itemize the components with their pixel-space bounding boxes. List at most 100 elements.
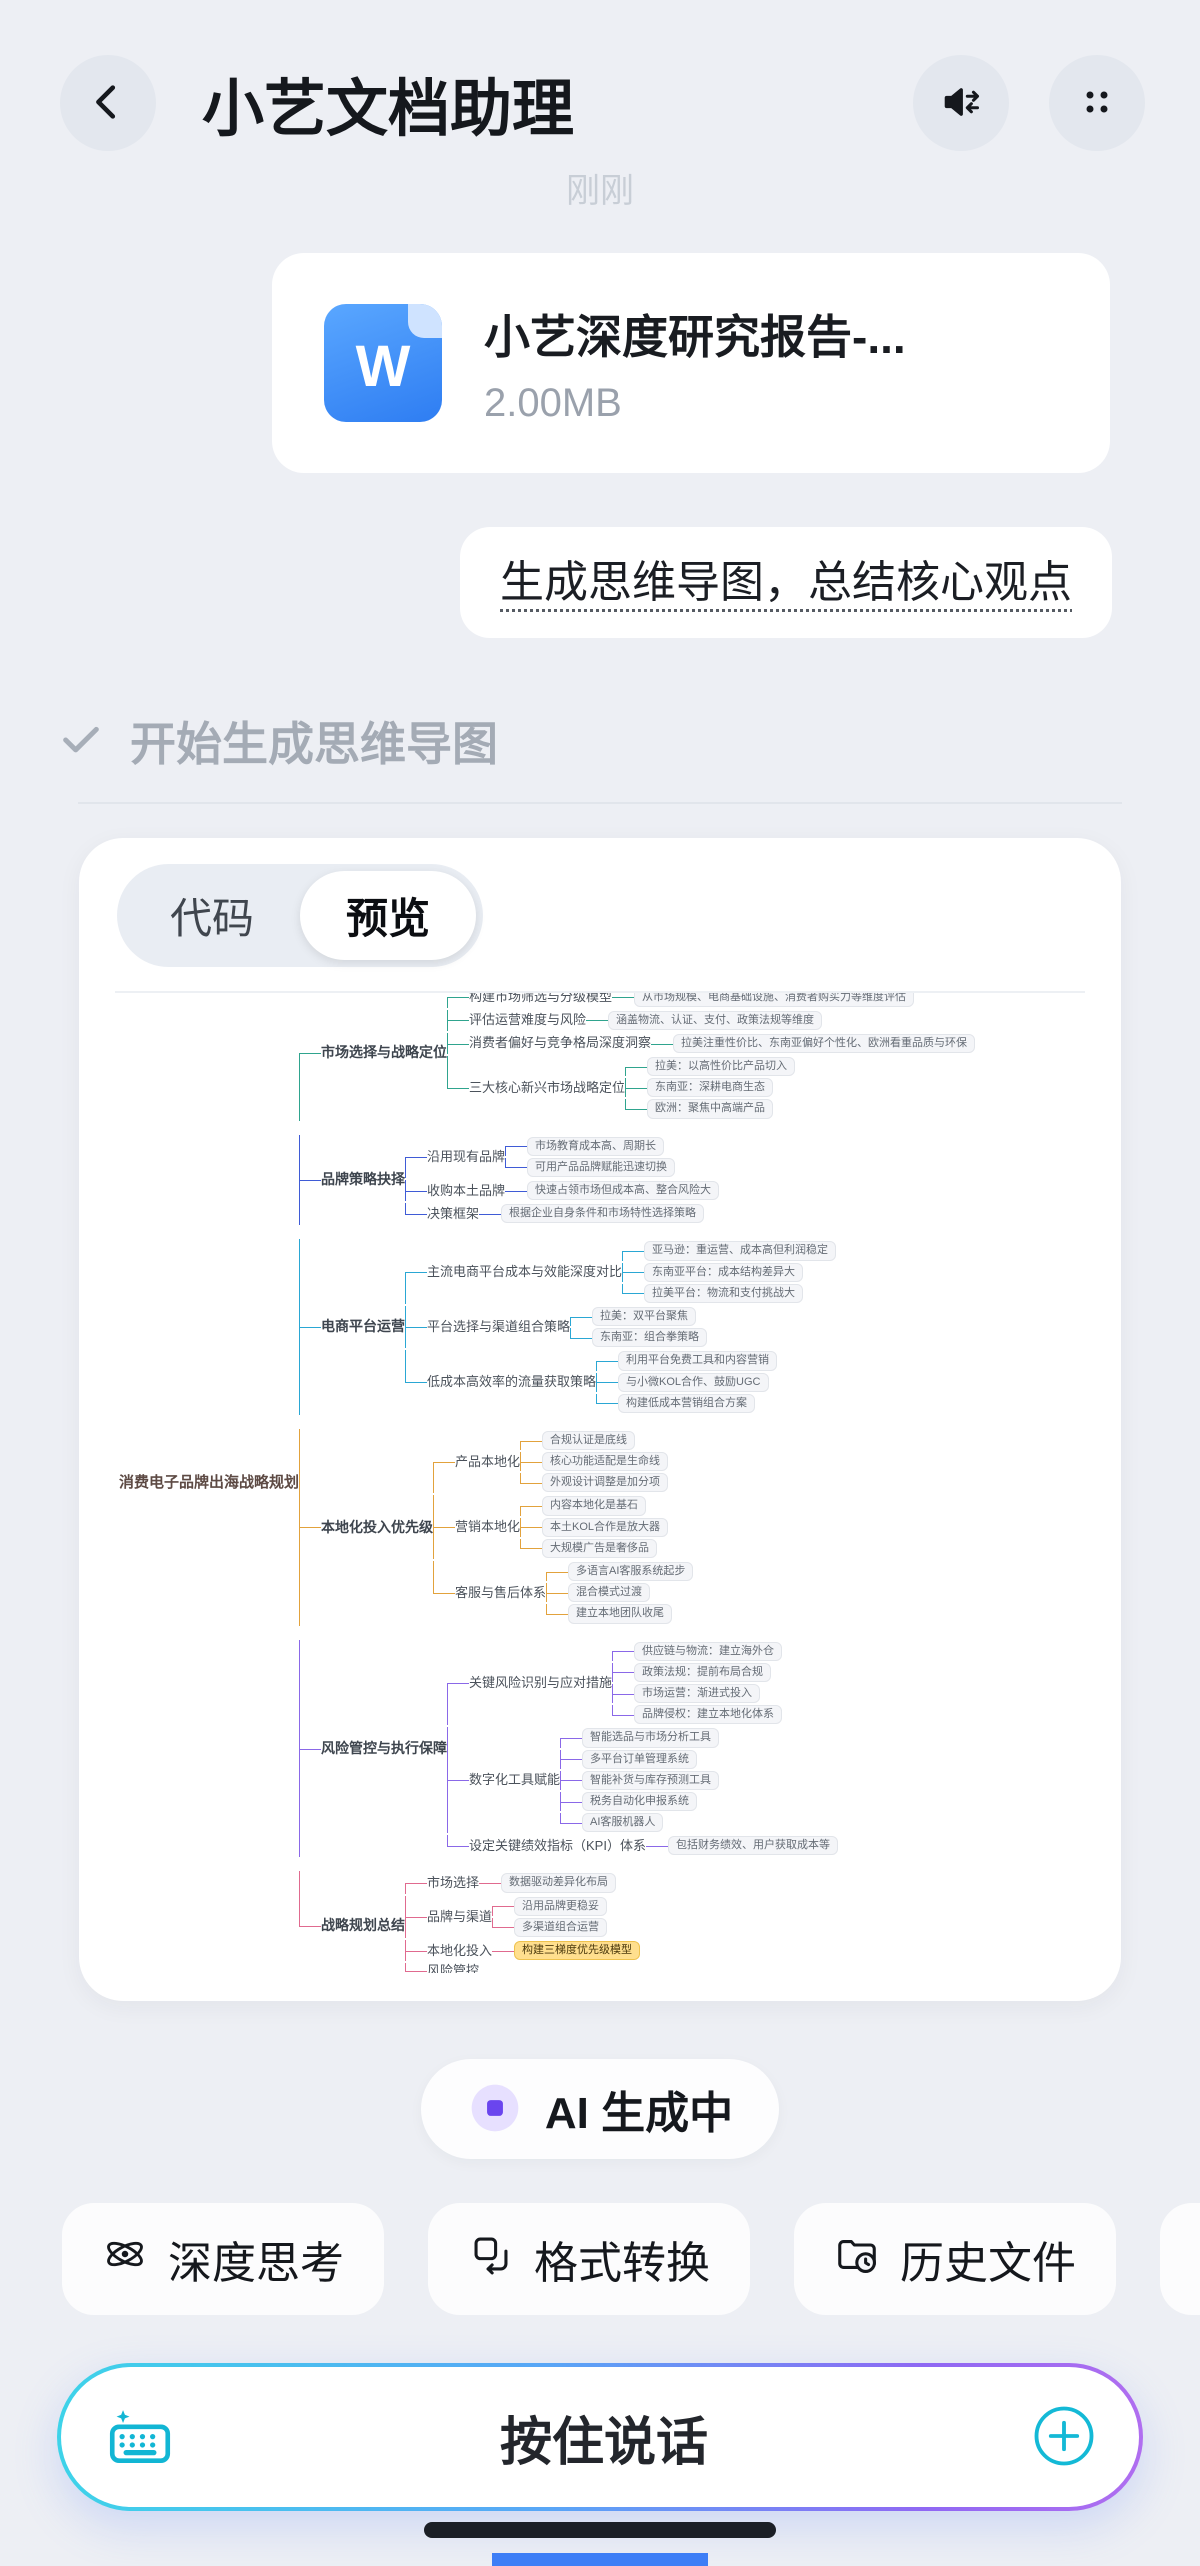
mindmap-branch: 沿用品牌更稳妥 bbox=[492, 1896, 608, 1917]
mindmap-node-label: 内容本地化是基石 bbox=[542, 1496, 647, 1516]
mindmap-branch: 混合模式过渡 bbox=[546, 1583, 693, 1603]
plus-icon bbox=[1031, 2403, 1097, 2472]
chip-label: 格式转换 bbox=[534, 2239, 710, 2288]
mindmap-node-label: 根据企业自身条件和市场特性选择策略 bbox=[501, 1204, 705, 1224]
mindmap-branch: 产品本地化合规认证是底线核心功能适配是生命线外观设计调整是加分项 bbox=[433, 1430, 693, 1494]
preview-card: 代码 预览 消费电子品牌出海战略规划市场选择与战略定位构建市场筛选与分级模型从市… bbox=[79, 838, 1121, 2001]
mindmap-node-label: 三大核心新兴市场战略定位 bbox=[469, 1079, 626, 1095]
mindmap-branch: 平台选择与渠道组合策略拉美：双平台聚焦东南亚：组合拳策略 bbox=[405, 1305, 836, 1349]
mindmap-branch: 决策框架 根据企业自身条件和市场特性选择策略 bbox=[405, 1203, 719, 1224]
mindmap-node-label: 可用产品品牌赋能迅速切换 bbox=[527, 1157, 676, 1178]
mindmap-branch: 战略规划总结市场选择数据驱动差异化布局品牌与渠道沿用品牌更稳妥多渠道组合运营本地… bbox=[299, 1871, 975, 1973]
keyboard-icon bbox=[103, 2399, 177, 2476]
mindmap-branch: 欧洲：聚焦中高端产品 bbox=[625, 1099, 795, 1119]
mindmap-node-label: 利用平台免费工具和内容营销 bbox=[618, 1351, 778, 1371]
check-icon bbox=[58, 716, 104, 767]
file-size: 2.00MB bbox=[484, 380, 622, 425]
mindmap-branch: 合规认证是底线 bbox=[520, 1430, 668, 1451]
chip-history-files[interactable]: 历史文件 bbox=[794, 2203, 1116, 2315]
voice-input-bar[interactable]: 按住说话 bbox=[57, 2363, 1143, 2511]
back-button[interactable] bbox=[60, 55, 156, 151]
mindmap-node-label: 收购本土品牌 bbox=[427, 1182, 506, 1198]
mindmap-node-label: 数字化工具赋能 bbox=[469, 1772, 561, 1788]
mindmap-node-label: 沿用现有品牌 bbox=[427, 1148, 506, 1164]
mindmap-branch: 核心功能适配是生命线 bbox=[520, 1452, 669, 1472]
mindmap-node-label: 拉美注重性价比、东南亚偏好个性化、欧洲看重品质与环保 bbox=[673, 1033, 976, 1054]
mindmap-branch: 快速占领市场但成本高、整合风险大 bbox=[505, 1181, 720, 1201]
mindmap-branch: 建立本地团队收尾 bbox=[546, 1604, 693, 1624]
app-header: 小艺文档助理 bbox=[0, 0, 1200, 151]
mindmap-node-label: 拉美：以高性价比产品切入 bbox=[647, 1057, 796, 1077]
chip-file-action[interactable]: 文 bbox=[1160, 2203, 1200, 2315]
chip-label: 深度思考 bbox=[168, 2239, 344, 2288]
chip-format-convert[interactable]: 格式转换 bbox=[428, 2203, 750, 2315]
mindmap-branch: 品牌策略抉择 沿用现有品牌市场教育成本高、周期长可用产品品牌赋能迅速切换收购本土品… bbox=[299, 1134, 975, 1226]
mindmap-node-label: 构建市场筛选与分级模型 bbox=[469, 993, 613, 1004]
mindmap-node-label: AI客服机器人 bbox=[582, 1813, 664, 1833]
file-card[interactable]: W 小艺深度研究报告-... 2.00MB bbox=[272, 253, 1110, 473]
mindmap-node-label: 构建三梯度优先级模型 bbox=[514, 1941, 641, 1961]
hold-to-talk-label: 按住说话 bbox=[499, 2413, 708, 2472]
mindmap-branch: 电商平台运营主流电商平台成本与效能深度对比亚马逊：重运营、成本高但利润稳定东南亚… bbox=[299, 1239, 975, 1415]
mindmap-node-label: 涵盖物流、认证、支付、政策法规等维度 bbox=[608, 1010, 823, 1030]
mindmap-branch: 风险管控 bbox=[405, 1963, 640, 1973]
mindmap-branch: 品牌与渠道沿用品牌更稳妥多渠道组合运营 bbox=[405, 1895, 640, 1939]
bottom-accent-bar bbox=[492, 2553, 708, 2566]
mindmap-branch: 构建低成本营销组合方案 bbox=[596, 1393, 777, 1413]
mindmap-branch: AI客服机器人 bbox=[560, 1813, 719, 1833]
mindmap-node-label: 市场运营：渐进式投入 bbox=[634, 1683, 761, 1704]
user-message-bubble[interactable]: 生成思维导图，总结核心观点 bbox=[460, 527, 1112, 638]
mindmap-branch: 拉美：双平台聚焦 bbox=[570, 1306, 707, 1327]
mindmap-node-label: 多语言AI客服系统起步 bbox=[568, 1562, 694, 1582]
chip-deep-thinking[interactable]: 深度思考 bbox=[62, 2203, 384, 2315]
mindmap-node-label: 建立本地团队收尾 bbox=[568, 1604, 673, 1624]
mindmap-branch: 数据驱动差异化布局 bbox=[479, 1873, 617, 1893]
mindmap-node-label: 快速占领市场但成本高、整合风险大 bbox=[527, 1181, 720, 1201]
mindmap-branch: 品牌侵权：建立本地化体系 bbox=[612, 1705, 783, 1725]
mindmap-branch: 亚马逊：重运营、成本高但利润稳定 bbox=[622, 1241, 837, 1261]
mindmap-branch: 涵盖物流、认证、支付、政策法规等维度 bbox=[586, 1010, 823, 1030]
mindmap-branch: 风险管控与执行保障关键风险识别与应对措施供应链与物流：建立海外仓政策法规：提前布… bbox=[299, 1639, 975, 1858]
tab-code[interactable]: 代码 bbox=[124, 871, 300, 960]
mindmap-branch: 客服与售后体系多语言AI客服系统起步混合模式过渡建立本地团队收尾 bbox=[433, 1561, 694, 1625]
mindmap-node-label: 大规模广告是奢侈品 bbox=[542, 1538, 658, 1559]
mindmap-branch: 市场运营：渐进式投入 bbox=[612, 1683, 782, 1704]
mindmap-node-label: 构建低成本营销组合方案 bbox=[618, 1393, 756, 1413]
mindmap-node-label: 包括财务绩效、用户获取成本等 bbox=[667, 1836, 838, 1856]
mindmap-branch: 市场教育成本高、周期长 bbox=[505, 1136, 675, 1157]
mindmap-node-label: 与小微KOL合作、鼓励UGC bbox=[618, 1372, 769, 1392]
stop-generating-icon bbox=[467, 2080, 523, 2139]
word-file-icon: W bbox=[324, 304, 442, 422]
mindmap-node-label: 东南亚平台：成本结构差异大 bbox=[644, 1262, 804, 1282]
page-title: 小艺文档助理 bbox=[202, 75, 575, 144]
mindmap-node-label: 战略规划总结 bbox=[321, 1917, 406, 1934]
add-attachment-button[interactable] bbox=[1031, 2403, 1097, 2472]
mindmap-node-label: 本地化投入 bbox=[427, 1942, 493, 1958]
ai-generating-indicator[interactable]: AI 生成中 bbox=[420, 2059, 780, 2159]
mindmap-branch: 本地化投入优先级产品本地化合规认证是底线核心功能适配是生命线外观设计调整是加分项… bbox=[299, 1428, 975, 1626]
mindmap-branch: 东南亚：深耕电商生态 bbox=[625, 1078, 795, 1098]
mindmap-node-label: 品牌策略抉择 bbox=[321, 1171, 406, 1188]
home-indicator[interactable] bbox=[424, 2522, 776, 2538]
mindmap-node-label: 混合模式过渡 bbox=[568, 1583, 651, 1603]
read-aloud-button[interactable] bbox=[913, 55, 1009, 151]
mindmap-node-label: 核心功能适配是生命线 bbox=[542, 1452, 669, 1472]
mindmap-branch: 拉美注重性价比、东南亚偏好个性化、欧洲看重品质与环保 bbox=[651, 1033, 976, 1054]
more-options-button[interactable] bbox=[1049, 55, 1145, 151]
mindmap-node-label: 智能选品与市场分析工具 bbox=[582, 1728, 720, 1748]
mindmap-node-label: 主流电商平台成本与效能深度对比 bbox=[427, 1264, 623, 1280]
status-text: 开始生成思维导图 bbox=[130, 718, 498, 770]
mindmap-branch: 拉美平台：物流和支付挑战大 bbox=[622, 1283, 836, 1303]
mindmap-branch: 大规模广告是奢侈品 bbox=[520, 1538, 668, 1559]
keyboard-toggle-button[interactable] bbox=[103, 2399, 177, 2476]
tab-preview[interactable]: 预览 bbox=[300, 871, 477, 960]
mindmap-root: 消费电子品牌出海战略规划市场选择与战略定位构建市场筛选与分级模型从市场规模、电商… bbox=[119, 993, 976, 1973]
speaker-icon bbox=[938, 79, 984, 128]
four-dot-grid-icon bbox=[1076, 81, 1118, 126]
mindmap-branch: 设定关键绩效指标（KPI）体系包括财务绩效、用户获取成本等 bbox=[447, 1835, 838, 1856]
mindmap-node-label: 决策框架 bbox=[427, 1205, 480, 1221]
mindmap-node-label: 消费电子品牌出海战略规划 bbox=[119, 1473, 300, 1491]
mindmap-node-label: 关键风险识别与应对措施 bbox=[469, 1674, 613, 1690]
mindmap-branch: 主流电商平台成本与效能深度对比 亚马逊：重运营、成本高但利润稳定东南亚平台：成本结… bbox=[405, 1240, 837, 1304]
mindmap-branch: 构建三梯度优先级模型 bbox=[492, 1941, 641, 1961]
